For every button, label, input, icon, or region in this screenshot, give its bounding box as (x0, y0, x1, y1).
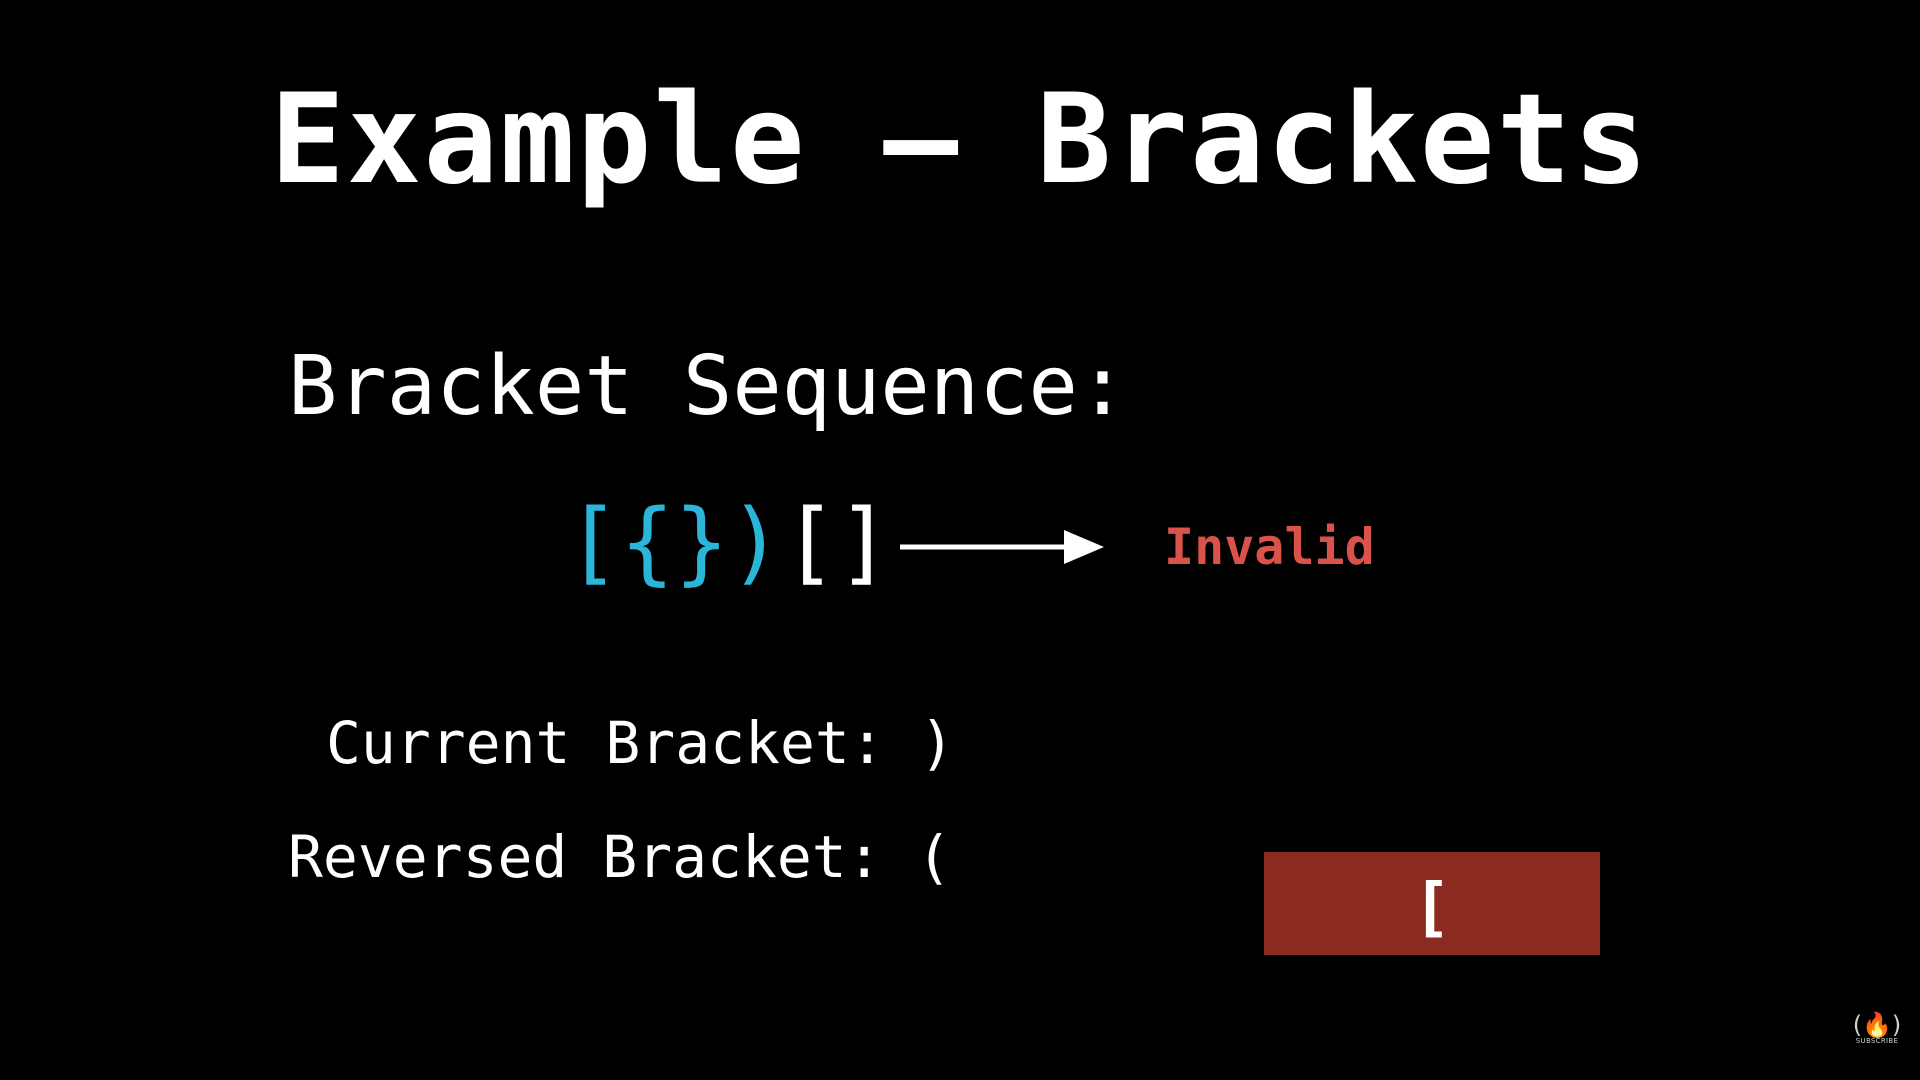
reversed-bracket-label: Reversed Bracket: ( (288, 823, 952, 891)
right-arrow-icon (900, 530, 1104, 564)
sequence-remaining-part: [] (782, 490, 892, 595)
verdict-label: Invalid (1164, 518, 1375, 576)
stack-top-box: [ (1264, 852, 1600, 955)
subscribe-label: SUBSCRIBE (1855, 1037, 1899, 1045)
sequence-label: Bracket Sequence: (288, 339, 1128, 434)
slide-title: Example – Brackets (270, 68, 1650, 212)
sequence-highlighted-part: [{}) (566, 490, 783, 595)
channel-branding[interactable]: (🔥) SUBSCRIBE (1852, 1013, 1902, 1045)
bracket-sequence: [{})[] (566, 498, 891, 588)
current-bracket-label: Current Bracket: ) (326, 709, 955, 777)
freecodecamp-logo-icon: (🔥) (1852, 1011, 1902, 1039)
stack-top-item: [ (1412, 870, 1452, 945)
